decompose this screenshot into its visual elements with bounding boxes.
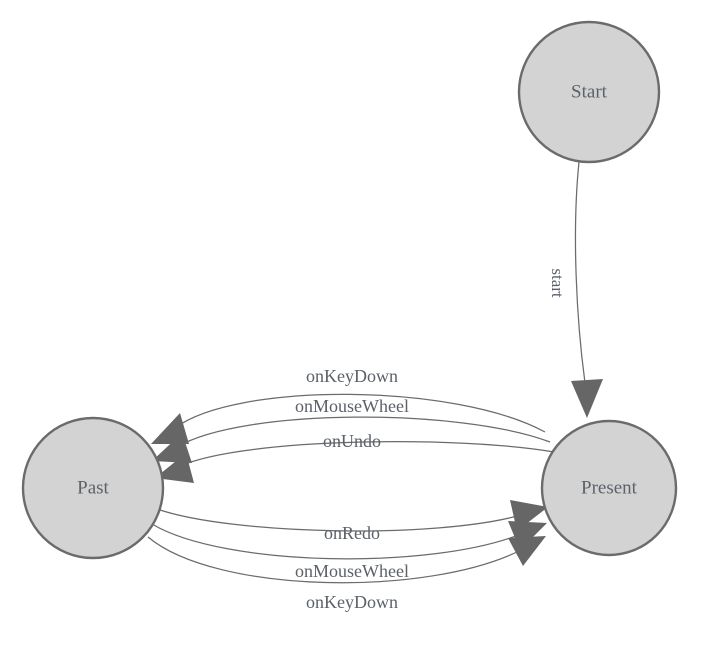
node-past[interactable]: Past (21, 416, 165, 560)
edge-label-mousewheel-undo: onMouseWheel (295, 396, 409, 416)
edges-layer (147, 161, 603, 584)
node-present[interactable]: Present (540, 419, 678, 557)
edge-label-keydown-redo: onKeyDown (306, 592, 398, 612)
edge-labels-layer: start onKeyDown onMouseWheel onUndo onRe… (295, 268, 567, 612)
nodes-layer: Start Past Present (21, 20, 678, 560)
edge-label-redo: onRedo (324, 523, 380, 543)
edge-path-keydown-redo (147, 536, 522, 584)
node-start-label: Start (571, 81, 608, 102)
edge-path-undo (179, 441, 555, 467)
edge-label-mousewheel-redo: onMouseWheel (295, 561, 409, 581)
edge-start-to-present[interactable] (571, 161, 603, 418)
arrowhead-keydown-redo (508, 536, 546, 566)
node-past-label: Past (77, 477, 109, 498)
arrowhead-undo (155, 453, 194, 483)
arrowhead-start (571, 379, 603, 418)
node-start-shape (517, 20, 661, 164)
node-start[interactable]: Start (517, 20, 661, 164)
node-present-label: Present (581, 477, 638, 498)
edge-path-mousewheel-redo (151, 523, 522, 560)
edge-label-undo: onUndo (323, 431, 381, 451)
edge-label-start: start (548, 268, 567, 298)
edge-path-keydown-undo (174, 393, 546, 433)
edge-present-to-past-undo[interactable] (155, 441, 555, 483)
edge-past-to-present-keydown[interactable] (147, 536, 546, 584)
edge-path-mousewheel-undo (176, 416, 551, 448)
arrowhead-mousewheel-undo (152, 433, 192, 463)
edge-path-redo (156, 508, 522, 532)
node-past-shape (21, 416, 165, 560)
edge-present-to-past-mousewheel[interactable] (152, 416, 551, 463)
edge-label-keydown-undo: onKeyDown (306, 366, 398, 386)
edge-path-start (574, 161, 587, 391)
node-present-shape (540, 419, 678, 557)
